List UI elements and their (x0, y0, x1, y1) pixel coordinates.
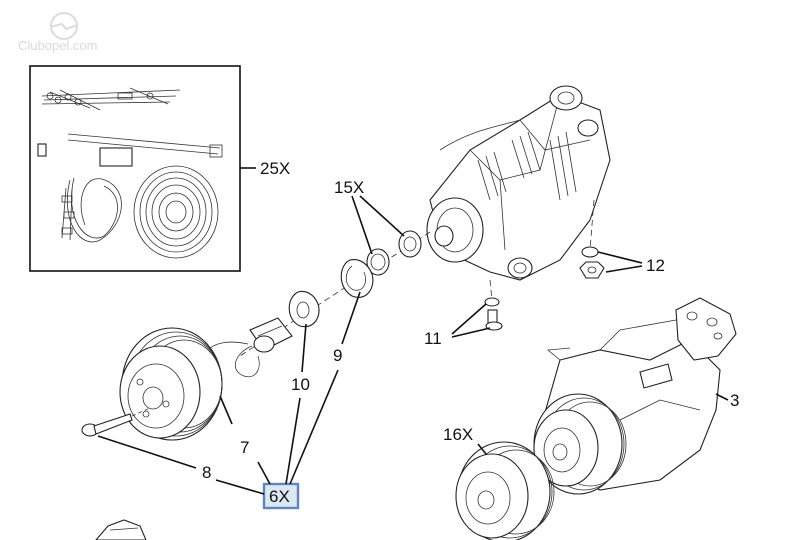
callout-7: 7 (240, 438, 249, 457)
bolt-washer (484, 297, 503, 331)
leader-10 (301, 323, 307, 373)
callout-8: 8 (202, 463, 211, 482)
wire-harness (61, 177, 122, 243)
callout-3: 3 (730, 391, 739, 410)
leader-11-a (451, 303, 487, 335)
leader-8 (97, 435, 197, 469)
shaft-axis (239, 231, 431, 357)
cable-ties (41, 87, 181, 111)
nut-washer (579, 246, 605, 279)
watermark-text: Clubopel.com (18, 38, 98, 53)
leader-7 (219, 395, 233, 425)
nut-axis (589, 199, 595, 251)
callout-6x: 6X (269, 487, 290, 506)
leader-15x-b (359, 195, 405, 237)
bracket-partial (95, 519, 147, 540)
watermark: Clubopel.com (18, 12, 98, 53)
leader-16x (477, 443, 487, 455)
shim (288, 290, 320, 328)
ac-compressor (533, 297, 737, 495)
callout-9: 9 (333, 346, 342, 365)
callout-25x: 25X (260, 159, 290, 178)
callout-12: 12 (646, 256, 665, 275)
snap-ring (340, 259, 374, 298)
relay (99, 147, 133, 167)
callout-16x: 16X (443, 425, 473, 444)
leader-6x-10 (285, 397, 301, 485)
callout-6x-box[interactable]: 6X (262, 482, 300, 510)
leader-12-b (605, 265, 643, 273)
clutch-coil (205, 317, 293, 378)
leader-6x-8 (215, 479, 265, 495)
leader-15x-a (351, 195, 373, 255)
screw (81, 407, 151, 437)
alternator (426, 85, 611, 281)
leader-11-b (451, 327, 491, 338)
bolt-axis (489, 279, 493, 301)
leader-12-a (597, 251, 643, 264)
seal-rings (366, 230, 422, 276)
callout-15x: 15X (334, 178, 364, 197)
connector-strip (67, 133, 223, 158)
leader-3 (715, 393, 729, 401)
callout-11: 11 (424, 329, 442, 348)
clutch-plate-kit (455, 441, 555, 540)
leader-9 (341, 291, 361, 345)
wiring-kit-box (29, 65, 241, 272)
callout-10: 10 (291, 375, 310, 394)
opel-logo-icon (49, 12, 79, 40)
leader-6x-9 (289, 369, 339, 485)
tube-coil (133, 165, 219, 259)
fuse (37, 143, 47, 157)
leader-6x-7 (257, 461, 271, 485)
pulley (119, 327, 223, 441)
